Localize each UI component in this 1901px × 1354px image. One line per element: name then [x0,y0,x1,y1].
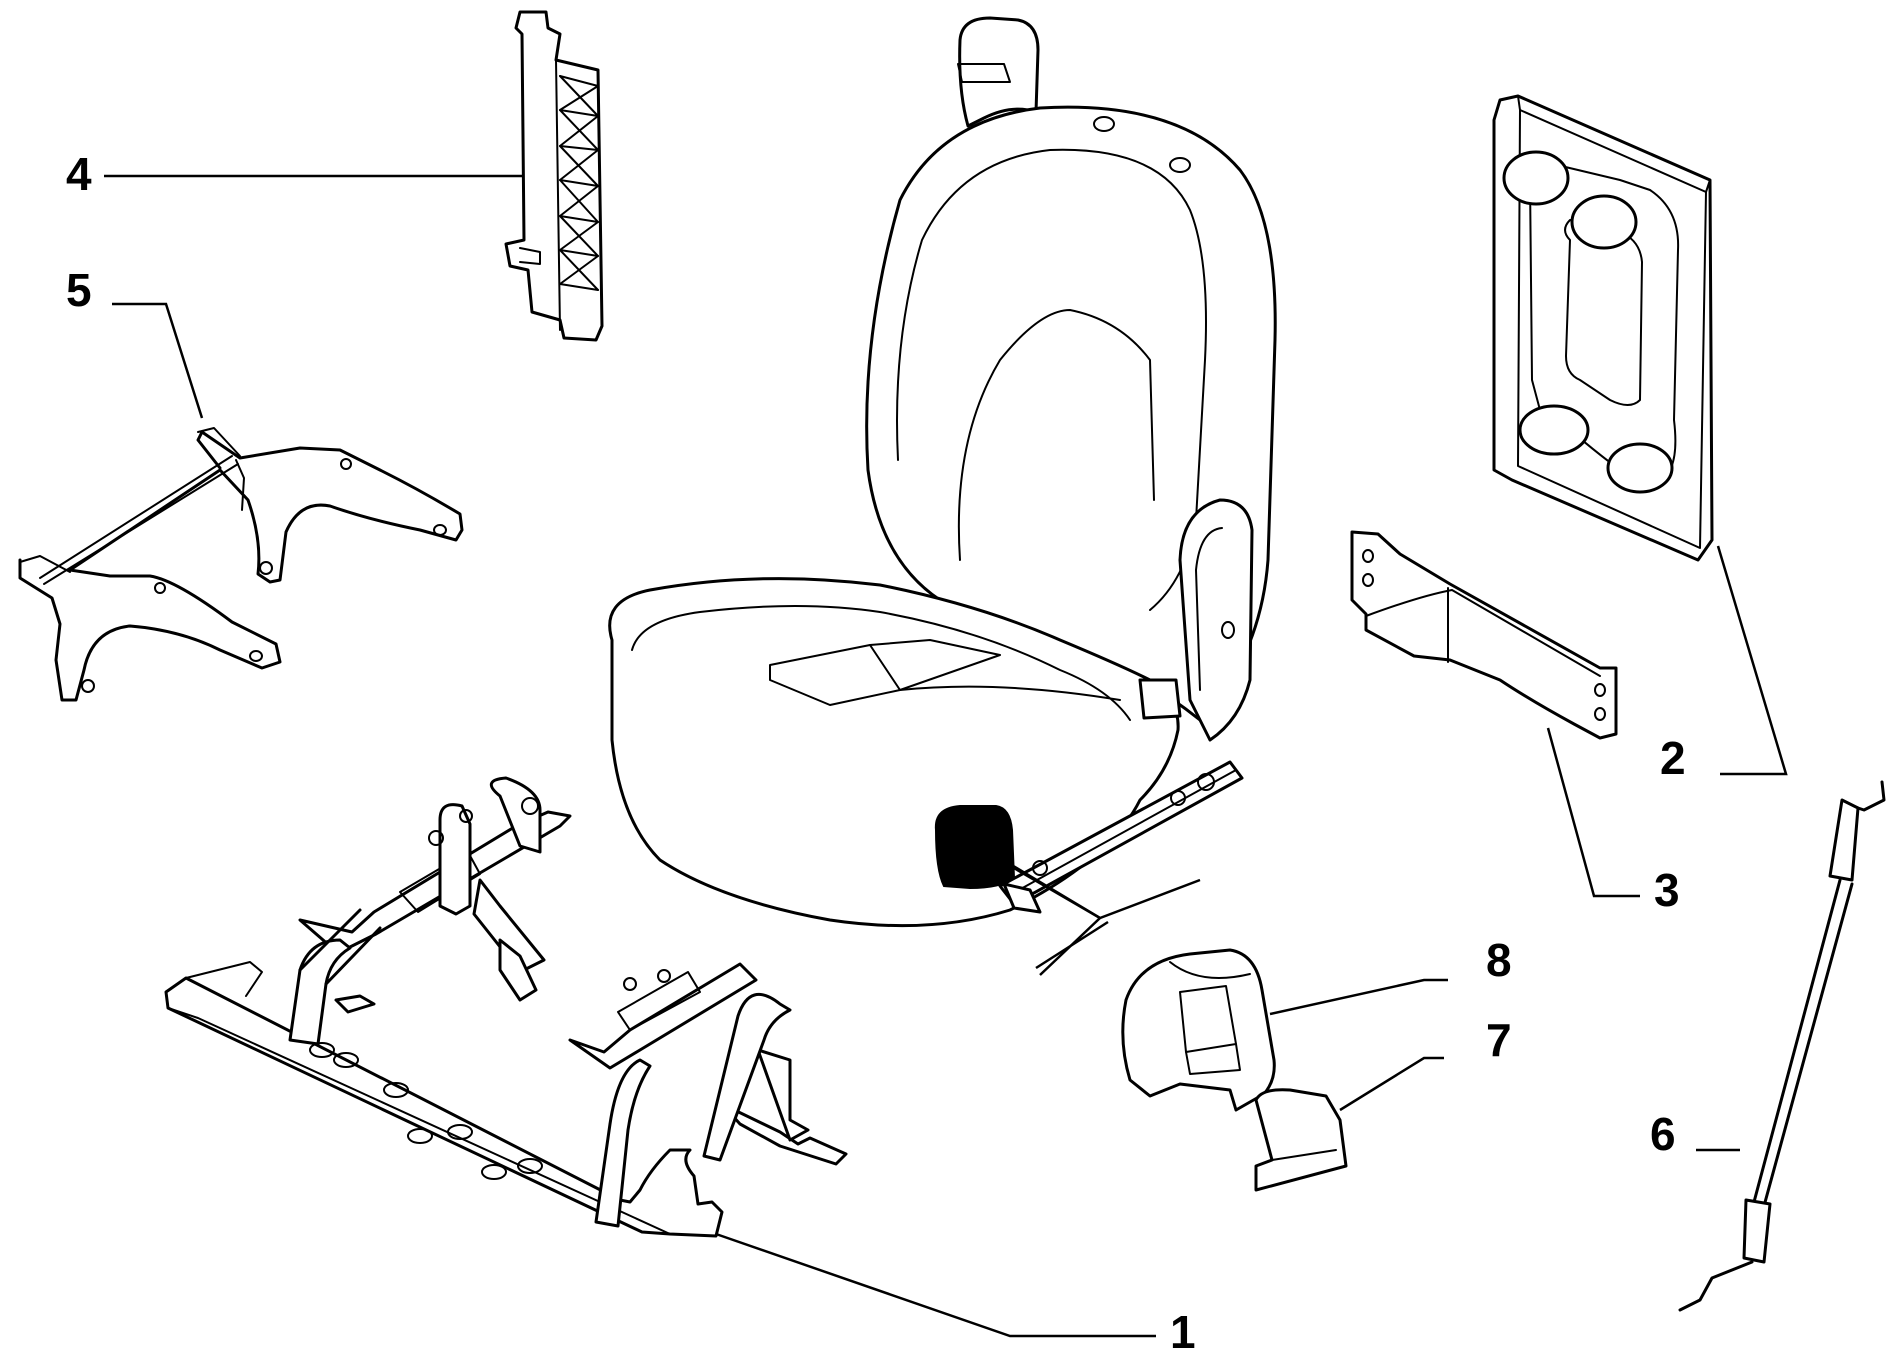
callout-labels: 4 5 2 3 8 7 6 1 [66,148,1686,1354]
callout-3: 3 [1654,864,1680,916]
seat-assembly [608,16,1277,976]
leader-8 [1269,978,1448,1016]
part-4-side-trim-guide [504,10,604,342]
callout-8: 8 [1486,934,1512,986]
leader-5 [112,302,204,419]
part-7-lever-cap [1254,1088,1348,1192]
part-1-seat-base-frame [164,776,848,1238]
leader-1 [715,1232,1156,1338]
leader-3 [1546,727,1640,898]
leader-2 [1716,545,1788,776]
part-5-seat-runner-frame [18,427,464,702]
part-2-lumbar-pad [1492,94,1714,562]
part-6-control-rod [1678,780,1886,1312]
leader-lines [104,174,1788,1338]
callout-1: 1 [1170,1306,1196,1354]
callout-4: 4 [66,148,92,200]
leader-7 [1339,1056,1444,1112]
callout-7: 7 [1486,1014,1512,1066]
callout-2: 2 [1660,732,1686,784]
part-8-handle-housing [1121,948,1276,1112]
callout-5: 5 [66,264,92,316]
callout-6: 6 [1650,1108,1676,1160]
part-3-mounting-bracket [1350,530,1618,740]
